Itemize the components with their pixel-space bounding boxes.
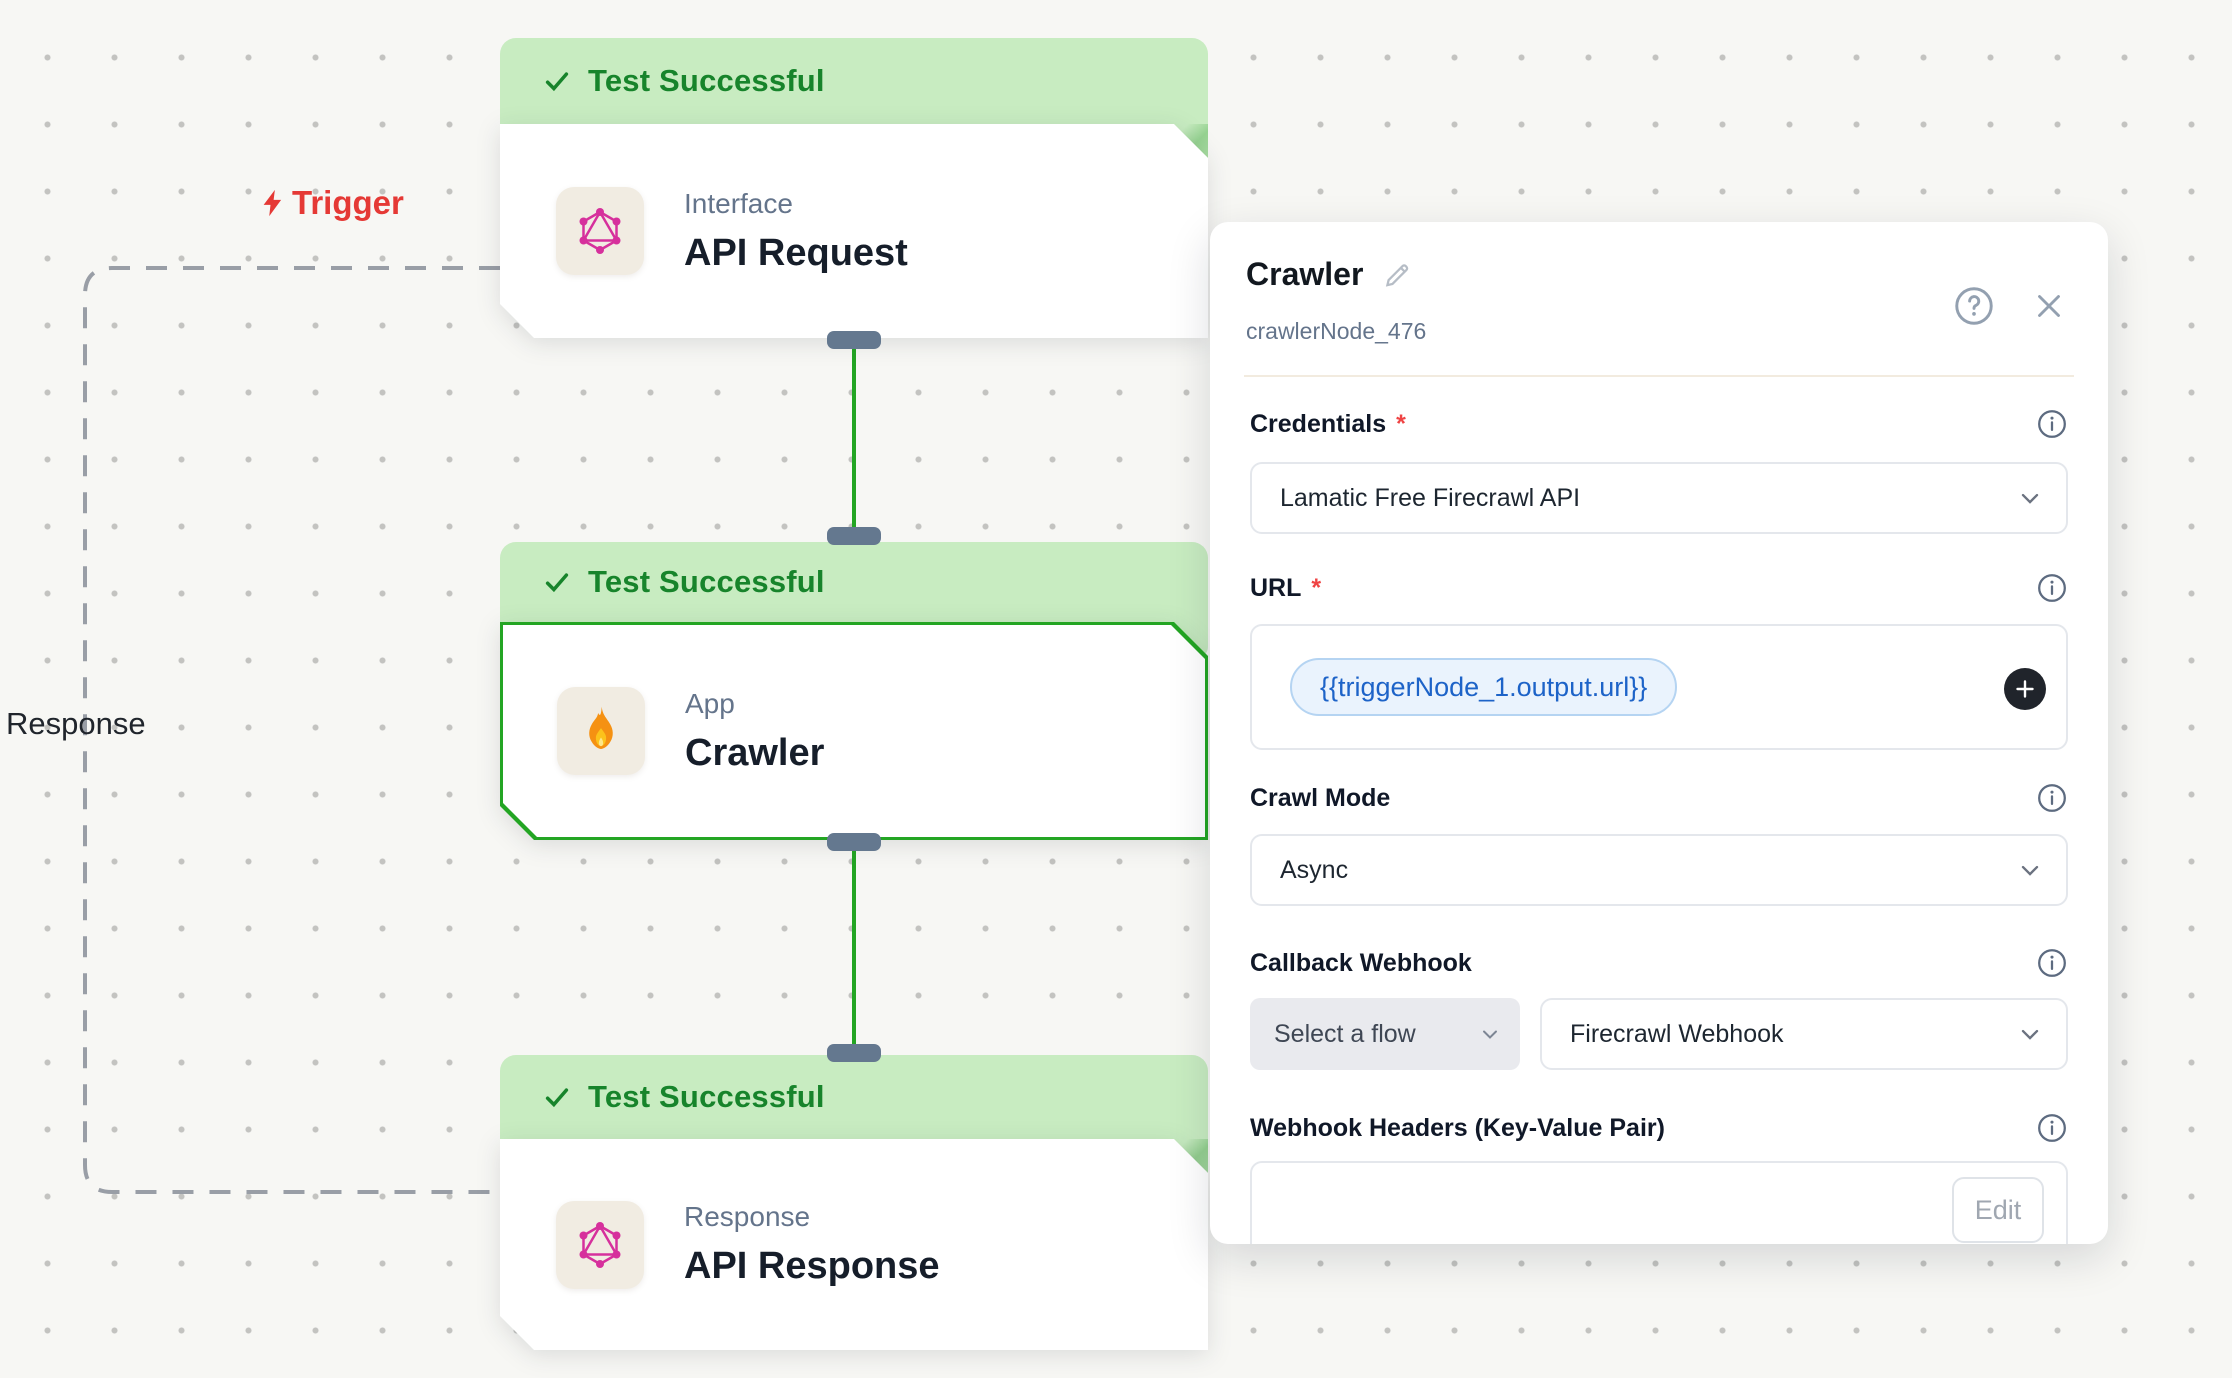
webhook-select[interactable]: Firecrawl Webhook — [1540, 998, 2068, 1070]
node-status-text: Test Successful — [588, 1079, 825, 1114]
chevron-down-icon — [2021, 865, 2039, 876]
edge-node1-node2 — [852, 340, 856, 545]
edit-button[interactable]: Edit — [1952, 1177, 2044, 1243]
url-label: URL * — [1250, 573, 1322, 602]
credentials-select[interactable]: Lamatic Free Firecrawl API — [1250, 462, 2068, 534]
info-icon[interactable] — [2036, 408, 2068, 440]
panel-title: Crawler — [1246, 256, 1364, 292]
edit-pencil-icon[interactable] — [1381, 259, 1413, 291]
flow-selector[interactable]: Select a flow — [1250, 998, 1520, 1070]
crawl-mode-label: Crawl Mode — [1250, 783, 1391, 812]
webhook-headers-label: Webhook Headers (Key-Value Pair) — [1250, 1113, 1665, 1142]
node-icon-tile — [557, 687, 645, 775]
check-icon — [545, 1088, 569, 1108]
bolt-icon — [263, 189, 282, 217]
chevron-down-icon — [2021, 493, 2039, 504]
selected-node-border: App Crawler — [500, 622, 1208, 840]
graphql-icon — [575, 206, 625, 256]
url-input[interactable]: {{triggerNode_1.output.url}} — [1250, 624, 2068, 750]
variable-chip[interactable]: {{triggerNode_1.output.url}} — [1290, 658, 1678, 716]
node-api-request[interactable]: Test Successful — [500, 38, 1208, 338]
credentials-label: Credentials * — [1250, 409, 1406, 438]
close-icon[interactable] — [2030, 287, 2068, 325]
crawl-mode-select[interactable]: Async — [1250, 834, 2068, 906]
chevron-down-icon — [2021, 1029, 2039, 1040]
node-crawler[interactable]: Test Successful App Crawler — [500, 542, 1208, 840]
webhook-value: Firecrawl Webhook — [1570, 1019, 1784, 1048]
node2-input-handle[interactable] — [827, 527, 881, 545]
response-label: Response — [6, 706, 146, 741]
panel-node-id: crawlerNode_476 — [1246, 318, 1427, 344]
fire-icon — [578, 705, 624, 757]
node1-output-handle[interactable] — [827, 331, 881, 349]
node-title: API Response — [684, 1245, 940, 1287]
node-config-panel: Crawler crawlerNode_476 Credentials * — [1210, 222, 2108, 1244]
graphql-icon — [575, 1220, 625, 1270]
panel-divider — [1244, 375, 2074, 377]
check-icon — [545, 72, 569, 92]
node3-input-handle[interactable] — [827, 1044, 881, 1062]
node-title: API Request — [684, 231, 908, 274]
callback-webhook-label: Callback Webhook — [1250, 948, 1472, 977]
node-status-text: Test Successful — [588, 63, 825, 98]
node-status-text: Test Successful — [588, 564, 825, 599]
trigger-label: Trigger — [258, 184, 404, 222]
node-title: Crawler — [685, 731, 825, 774]
credentials-value: Lamatic Free Firecrawl API — [1280, 483, 1581, 512]
chevron-down-icon — [1483, 1030, 1497, 1039]
node-icon-tile — [556, 187, 644, 275]
node-api-response[interactable]: Test Successful — [500, 1055, 1208, 1350]
node-category: Interface — [684, 187, 793, 219]
edge-node2-node3 — [852, 840, 856, 1062]
required-asterisk: * — [1396, 409, 1406, 438]
info-icon[interactable] — [2036, 572, 2068, 604]
check-icon — [545, 573, 569, 593]
required-asterisk: * — [1311, 573, 1322, 602]
info-icon[interactable] — [2036, 947, 2068, 979]
info-icon[interactable] — [2036, 782, 2068, 814]
crawl-mode-value: Async — [1280, 855, 1349, 884]
add-variable-button[interactable] — [2004, 668, 2046, 710]
plus-icon — [2016, 680, 2034, 698]
node-category: Response — [684, 1201, 811, 1232]
node-icon-tile — [556, 1201, 644, 1289]
node-category: App — [685, 687, 735, 719]
webhook-headers-editor[interactable]: Edit — [1250, 1161, 2068, 1244]
help-icon[interactable] — [1952, 284, 1996, 328]
node2-output-handle[interactable] — [827, 833, 881, 851]
info-icon[interactable] — [2036, 1112, 2068, 1144]
